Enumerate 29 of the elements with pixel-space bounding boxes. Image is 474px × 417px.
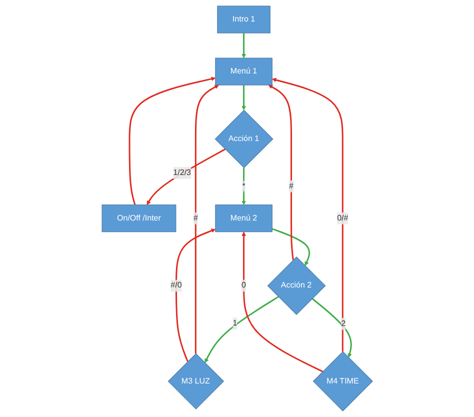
arrow bbox=[128, 76, 216, 206]
node-box: On/Off /Inter bbox=[101, 204, 176, 232]
edge-label: 1/2/3 bbox=[172, 168, 191, 177]
edge-label: 0 bbox=[241, 281, 246, 290]
arrow bbox=[272, 78, 344, 352]
arrow bbox=[175, 228, 216, 362]
edge-label: 2 bbox=[340, 319, 346, 328]
node-diamond: M4 TIME bbox=[312, 351, 373, 412]
edge-label: * bbox=[242, 182, 246, 190]
node-box: Intro 1 bbox=[216, 6, 270, 34]
node-diamond: Acción 2 bbox=[267, 256, 326, 315]
node-box: Menú 1 bbox=[214, 58, 272, 86]
arrow bbox=[241, 85, 246, 110]
arrow bbox=[146, 148, 226, 206]
edge-label: #/0 bbox=[170, 281, 182, 290]
arrow bbox=[194, 84, 219, 354]
edge-label: 0/# bbox=[336, 214, 348, 222]
arrow bbox=[204, 296, 279, 363]
node-diamond: Acción 1 bbox=[214, 110, 273, 168]
arrow bbox=[241, 232, 323, 372]
arrow bbox=[268, 84, 294, 260]
arrow bbox=[311, 298, 352, 358]
node-diamond: M3 LUZ bbox=[168, 353, 224, 410]
arrow bbox=[272, 228, 310, 266]
edge-label: # bbox=[193, 214, 198, 222]
edge-label: # bbox=[288, 182, 294, 190]
edge-label: 1 bbox=[232, 319, 237, 328]
node-box: Menú 2 bbox=[214, 204, 272, 232]
arrow bbox=[241, 33, 246, 58]
